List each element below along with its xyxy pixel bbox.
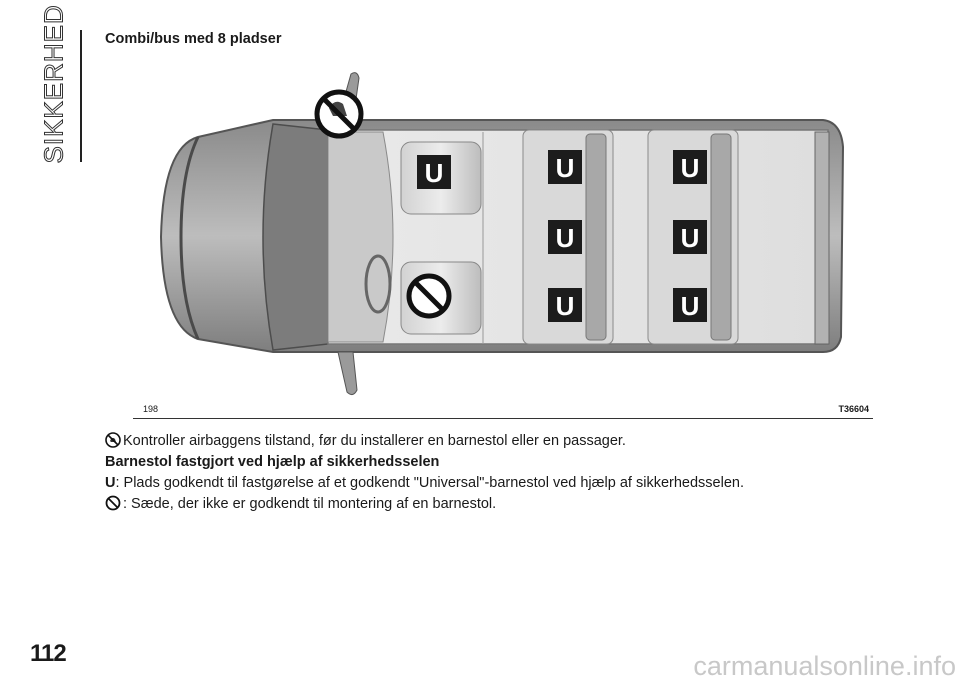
- airbag-note-text: Kontroller airbaggens tilstand, før du i…: [123, 433, 626, 449]
- section-title: Combi/bus med 8 pladser: [105, 31, 282, 47]
- figure-code: T36604: [838, 404, 869, 414]
- svg-text:U: U: [681, 153, 700, 183]
- legend-u-key: U: [105, 475, 116, 491]
- van-seating-figure: U U U U U U U 198 T36604: [103, 52, 873, 424]
- van-illustration: U U U U U U U: [159, 72, 845, 396]
- svg-text:U: U: [681, 223, 700, 253]
- chapter-label: SIKKERHED: [38, 4, 69, 164]
- legend-prohibited-text: : Sæde, der ikke er godkendt til monteri…: [123, 496, 497, 512]
- side-tab-rule: [80, 30, 82, 162]
- legend-u-text: : Plads godkendt til fastgørelse af et g…: [115, 475, 744, 491]
- svg-text:U: U: [681, 291, 700, 321]
- figure-baseline: [133, 418, 873, 419]
- svg-text:U: U: [556, 223, 575, 253]
- chapter-side-tab: SIKKERHED: [30, 4, 82, 164]
- airbag-warning-marker: [314, 89, 364, 139]
- prohibited-seat-marker: [406, 273, 452, 319]
- airbag-note: Kontroller airbaggens tilstand, før du i…: [105, 431, 626, 451]
- section-heading: Barnestol fastgjort ved hjælp af sikkerh…: [105, 454, 440, 470]
- figure-number: 198: [143, 404, 159, 414]
- site-watermark: carmanualsonline.info: [693, 651, 956, 681]
- svg-text:U: U: [556, 291, 575, 321]
- legend-prohibited: : Sæde, der ikke er godkendt til monteri…: [105, 494, 496, 514]
- u-seat-markers: U U U U U U U: [417, 150, 707, 322]
- svg-text:U: U: [556, 153, 575, 183]
- seat-marker-front-passenger: U: [425, 158, 444, 188]
- airbag-child-seat-icon: [105, 432, 121, 448]
- legend-u: U: Plads godkendt til fastgørelse af et …: [105, 473, 744, 493]
- page-number: 112: [30, 640, 67, 667]
- prohibited-icon: [105, 495, 121, 511]
